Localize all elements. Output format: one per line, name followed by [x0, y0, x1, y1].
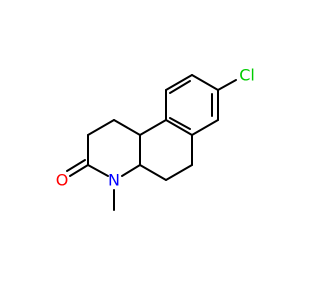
background [0, 0, 300, 300]
bond-carbonyl-o-1 [69, 164, 89, 177]
bond-aromatic-c3-c4 [165, 119, 193, 136]
oxygen-atom-label: O [56, 171, 69, 190]
bond-aromatic-c6-c1 [191, 74, 219, 91]
bond-ch2-ch2 [165, 164, 193, 181]
bond-c6-cl [217, 79, 237, 91]
molecule-structure-diagram: Cl O N [0, 0, 300, 300]
bond-aromatic-inner-2 [169, 117, 191, 130]
bond-c10b-ch2 [113, 119, 141, 136]
nitrogen-atom-label: N [108, 171, 120, 190]
bond-aromatic-c4-c5 [191, 119, 219, 136]
bond-carbonyl-o-2 [66, 159, 86, 172]
bond-ch2-ch2-lactam [87, 119, 115, 136]
bond-n-c4a [121, 164, 141, 177]
bond-c10b-c3 [139, 119, 167, 136]
chlorine-atom-label: Cl [239, 66, 255, 85]
bond-carbonyl-n [87, 164, 109, 177]
bonds-group [66, 74, 237, 211]
atom-labels-group: Cl O N [56, 66, 255, 190]
bond-aromatic-c1-c2 [165, 74, 193, 91]
bond-aromatic-inner-1 [169, 80, 191, 94]
bond-ch2-c4a [139, 164, 167, 181]
